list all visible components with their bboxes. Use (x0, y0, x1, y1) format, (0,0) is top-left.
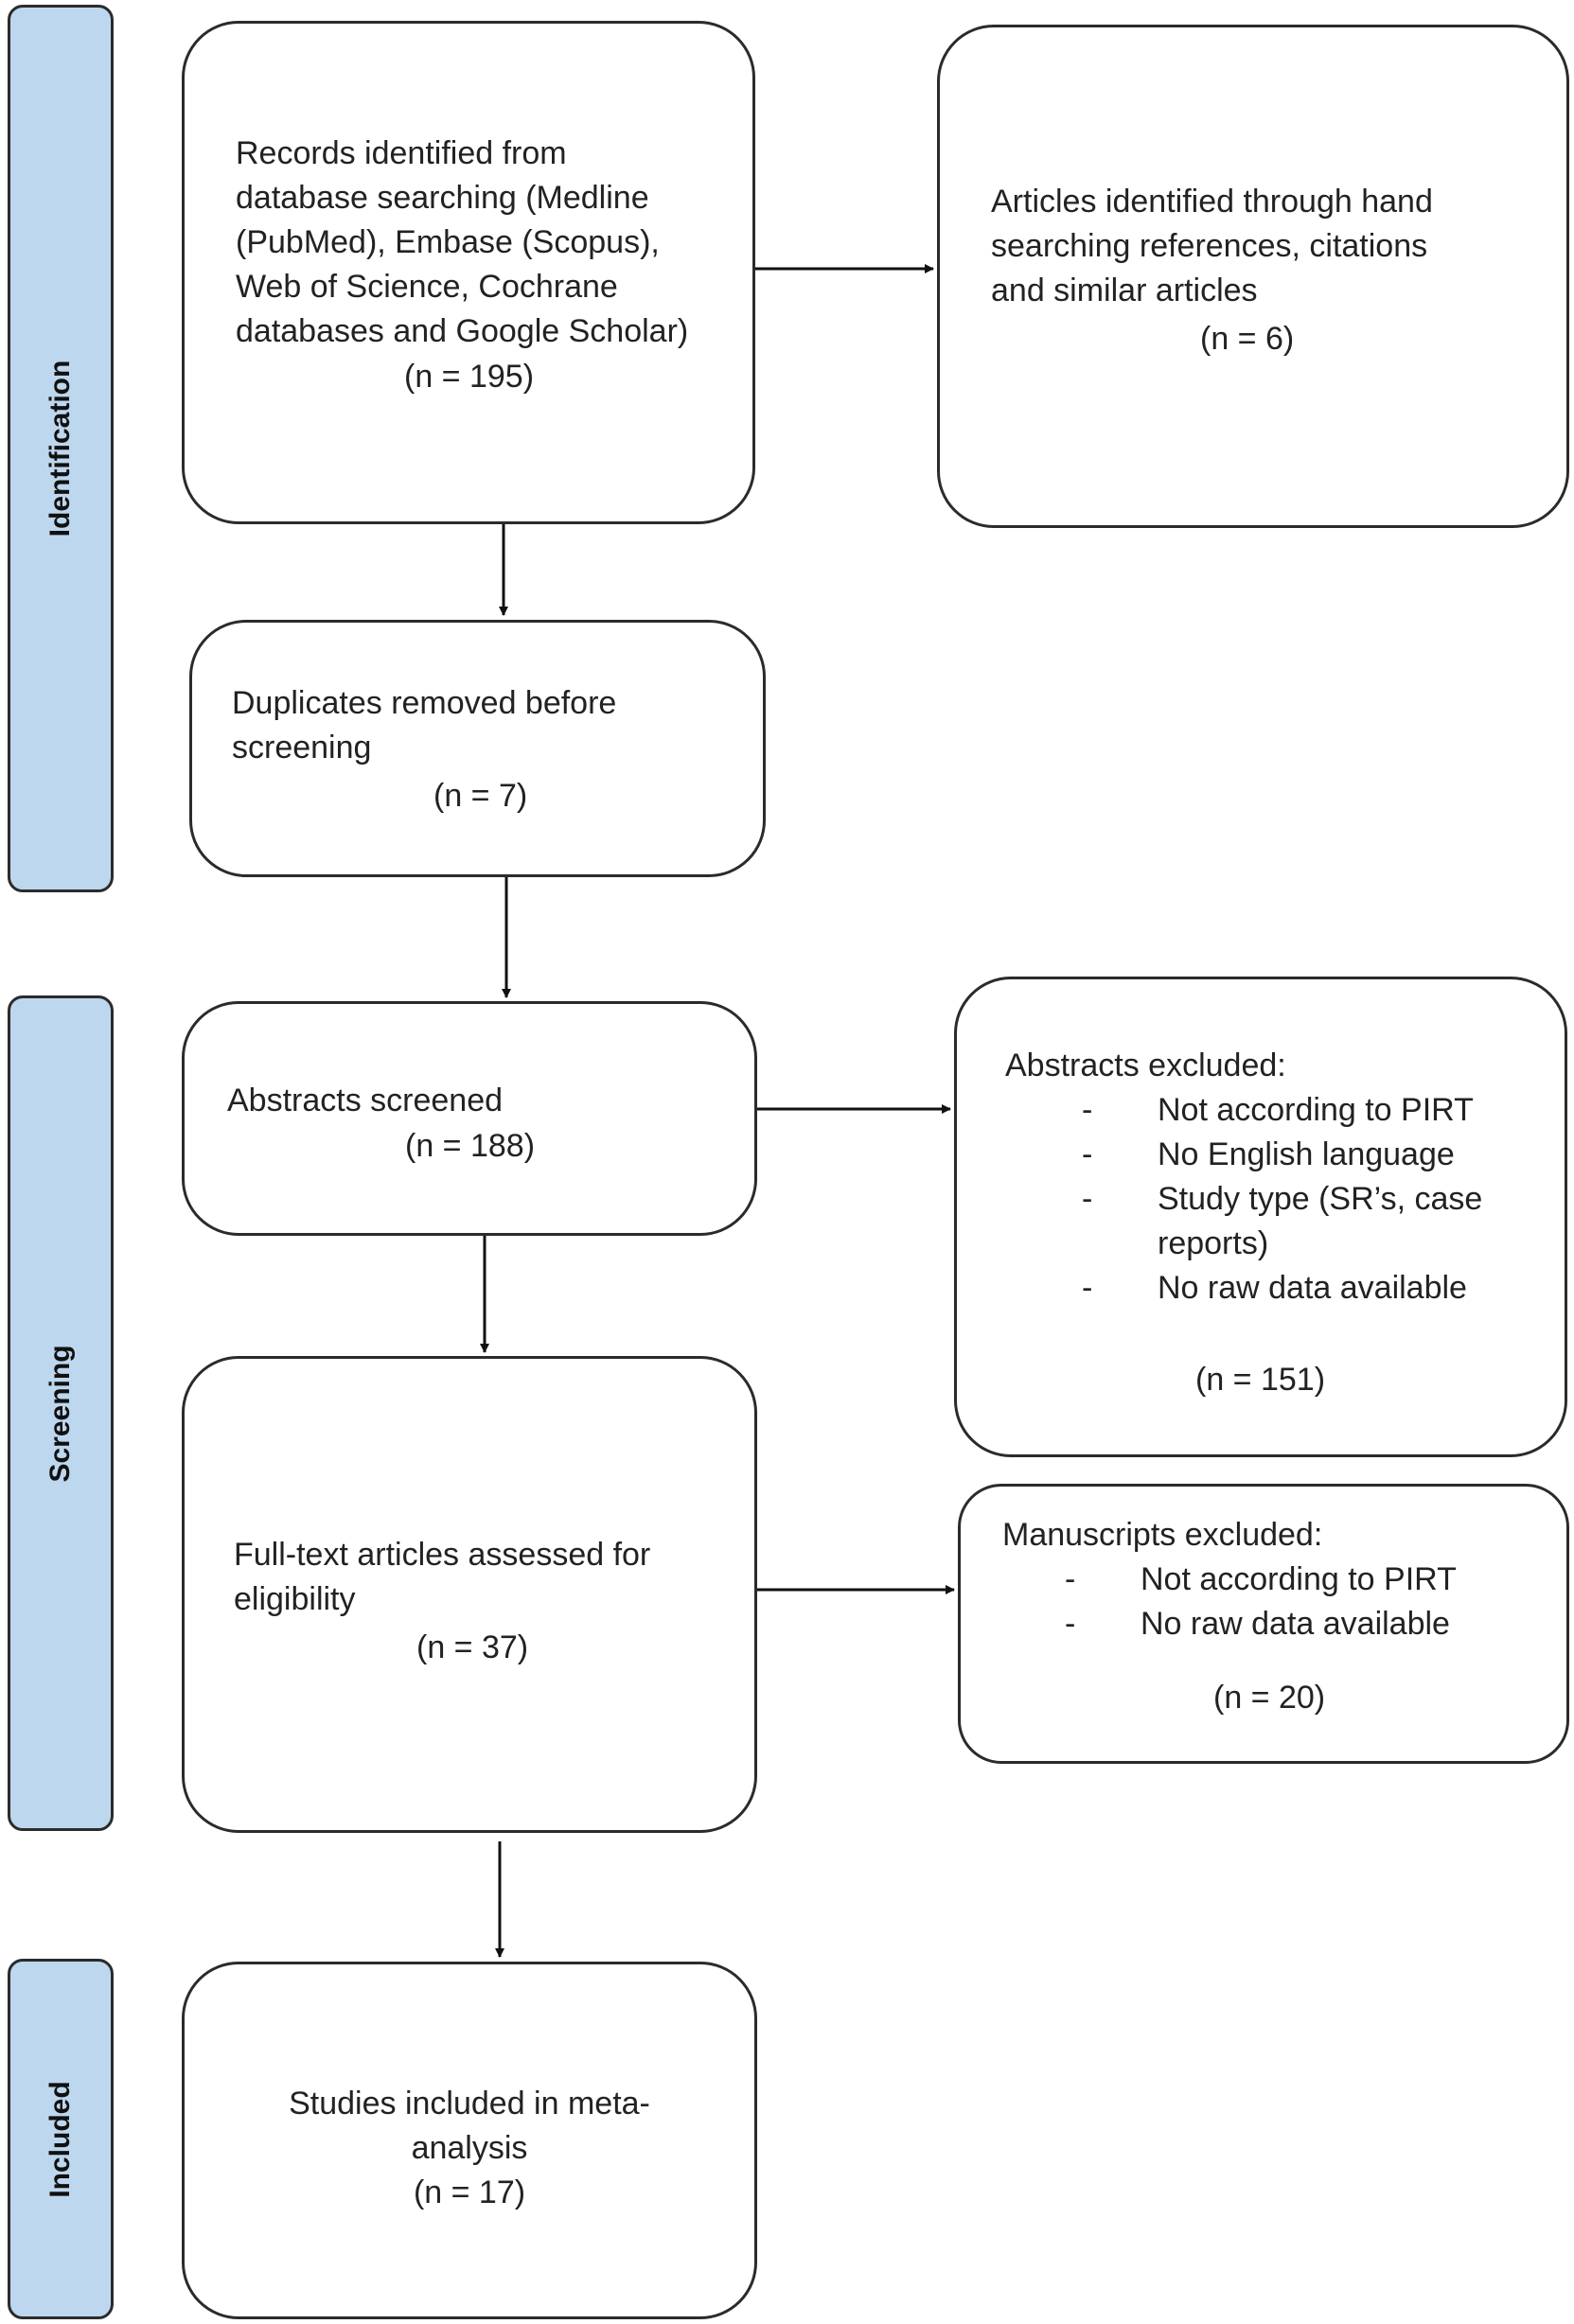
manuscripts-excluded-box: Manuscripts excluded: Not according to P… (958, 1484, 1569, 1764)
included-studies-box: Studies included in meta- analysis (n = … (182, 1962, 757, 2319)
abstracts-excluded-item: No English language (1082, 1133, 1482, 1177)
abstracts-excluded-item: Study type (SR’s, case reports) (1082, 1177, 1482, 1266)
manuscripts-excluded-item: No raw data available (1065, 1602, 1457, 1646)
abstracts-excluded-item: No raw data available (1082, 1266, 1482, 1311)
fulltext-count: (n = 37) (416, 1629, 529, 1665)
records-identified-count: (n = 195) (404, 359, 535, 395)
included-studies-count: (n = 17) (413, 2174, 526, 2210)
abstracts-screened-text: Abstracts screened (227, 1083, 504, 1118)
hand-search-count: (n = 6) (1200, 321, 1295, 357)
hand-search-box: Articles identified through hand searchi… (937, 25, 1569, 528)
fulltext-box: Full-text articles assessed for eligibil… (182, 1356, 757, 1833)
records-identified-box: Records identified from database searchi… (182, 21, 755, 524)
manuscripts-excluded-count: (n = 20) (1213, 1680, 1326, 1716)
phase-included: Included (8, 1959, 114, 2319)
abstracts-screened-box: Abstracts screened (n = 188) (182, 1001, 757, 1236)
abstracts-excluded-title: Abstracts excluded: (1005, 1048, 1286, 1083)
manuscripts-excluded-title: Manuscripts excluded: (1002, 1517, 1323, 1553)
included-studies-text: Studies included in meta- analysis (289, 2086, 650, 2166)
abstracts-excluded-count: (n = 151) (1195, 1362, 1326, 1398)
abstracts-screened-count: (n = 188) (405, 1128, 536, 1164)
abstracts-excluded-list: Not according to PIRT No English languag… (1082, 1088, 1482, 1311)
records-identified-text: Records identified from database searchi… (236, 135, 689, 349)
duplicates-count: (n = 7) (433, 778, 528, 814)
manuscripts-excluded-item: Not according to PIRT (1065, 1558, 1457, 1602)
duplicates-box: Duplicates removed before screening (n =… (189, 620, 766, 877)
fulltext-text: Full-text articles assessed for eligibil… (234, 1537, 651, 1617)
abstracts-excluded-box: Abstracts excluded: Not according to PIR… (954, 977, 1567, 1457)
phase-screening: Screening (8, 995, 114, 1831)
phase-identification: Identification (8, 5, 114, 892)
duplicates-text: Duplicates removed before screening (232, 685, 617, 766)
abstracts-excluded-item: Not according to PIRT (1082, 1088, 1482, 1133)
hand-search-text: Articles identified through hand searchi… (991, 184, 1433, 308)
manuscripts-excluded-list: Not according to PIRT No raw data availa… (1065, 1558, 1457, 1646)
